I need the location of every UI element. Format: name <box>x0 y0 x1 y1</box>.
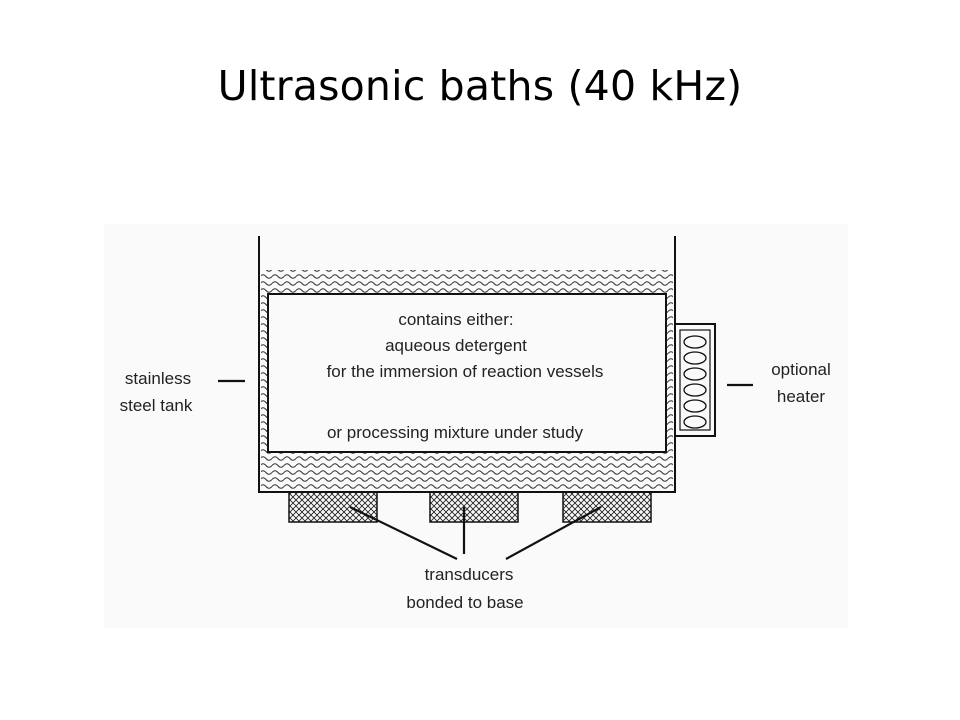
tank-label-line-2: steel tank <box>120 396 193 415</box>
slide-title: Ultrasonic baths (40 kHz) <box>217 62 743 110</box>
transducers <box>288 491 652 523</box>
tank-contents-box: contains either: aqueous detergent for t… <box>267 293 667 453</box>
optional-heater-label: optional heater <box>771 360 831 406</box>
tank-label-line-1: stainless <box>125 369 191 388</box>
transducers-label: transducers bonded to base <box>406 565 523 612</box>
optional-heater <box>674 323 716 437</box>
transducer-middle <box>429 491 519 523</box>
contents-line-1: contains either: <box>398 310 513 329</box>
contents-line-4: or processing mixture under study <box>327 423 584 442</box>
heater-label-line-2: heater <box>777 387 826 406</box>
contents-line-2: aqueous detergent <box>385 336 527 355</box>
ultrasonic-bath-diagram: contains either: aqueous detergent for t… <box>104 224 848 628</box>
heater-label-line-1: optional <box>771 360 831 379</box>
transducer-right <box>562 491 652 523</box>
leader-lines <box>218 379 753 560</box>
transducers-label-line-1: transducers <box>425 565 514 584</box>
transducer-left <box>288 491 378 523</box>
transducers-label-line-2: bonded to base <box>406 593 523 612</box>
stainless-steel-tank-label: stainless steel tank <box>120 369 193 415</box>
contents-line-3: for the immersion of reaction vessels <box>327 362 604 381</box>
